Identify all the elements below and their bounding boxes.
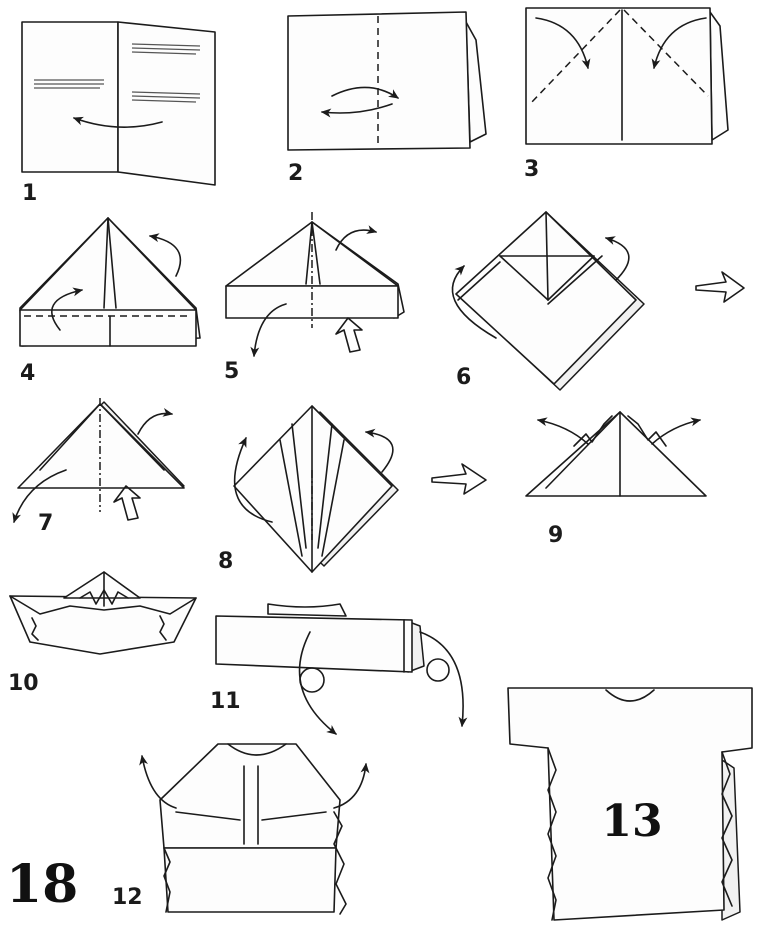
step-1-figure [21, 21, 216, 186]
curved-arrow-icon [12, 469, 67, 524]
step-label-3: 3 [524, 157, 539, 182]
curved-arrow-icon [536, 417, 589, 445]
turn-over-icon [335, 225, 378, 251]
curved-arrow-icon [331, 86, 399, 99]
curved-arrow-icon [651, 17, 707, 70]
figure-number: 18 [6, 854, 78, 915]
step-label-5: 5 [224, 359, 239, 384]
step-label-4: 4 [20, 361, 35, 386]
step-label-9: 9 [548, 523, 563, 548]
step-label-6: 6 [456, 365, 471, 390]
step-9-figure [525, 411, 707, 497]
text-lines [34, 43, 201, 103]
step-label-11: 11 [210, 689, 241, 714]
step-label-7: 7 [38, 511, 53, 536]
curved-arrow-icon [72, 116, 163, 128]
step-13-figure: 13 [507, 687, 753, 921]
curved-arrow-icon [250, 303, 287, 358]
step-8-figure [233, 405, 399, 573]
turn-over-icon [137, 407, 174, 435]
curved-arrow-icon [451, 265, 497, 339]
step-12-figure [139, 743, 370, 915]
step-label-2: 2 [288, 161, 303, 186]
step-11-figure [215, 603, 468, 735]
shirt-number: 13 [601, 796, 662, 847]
turn-over-icon [604, 236, 630, 281]
turn-over-icon [148, 233, 182, 277]
curved-arrow-icon [333, 762, 370, 809]
curved-arrow-icon [233, 436, 273, 523]
curved-arrow-icon [419, 631, 468, 728]
curved-arrow-icon [50, 287, 84, 331]
step-label-1: 1 [22, 181, 37, 206]
step-10-figure [9, 571, 197, 655]
curved-arrow-icon [139, 754, 177, 809]
turn-over-icon [364, 428, 394, 473]
step-label-10: 10 [8, 671, 39, 696]
curved-arrow-icon [535, 17, 591, 70]
step-label-12: 12 [112, 885, 143, 910]
curved-arrow-icon [651, 417, 702, 445]
hollow-arrow-icon [335, 317, 363, 353]
hollow-arrow-icon [431, 463, 487, 495]
step-label-8: 8 [218, 549, 233, 574]
step-7-figure [12, 398, 185, 524]
step-4-figure [19, 217, 201, 347]
step-5-figure [225, 212, 405, 358]
step-2-figure [287, 11, 487, 151]
hollow-arrow-icon [113, 485, 141, 521]
curved-arrow-icon [298, 631, 337, 735]
hollow-arrow-icon [695, 271, 745, 303]
step-6-figure [451, 211, 645, 391]
curved-arrow-icon [320, 103, 393, 118]
step-3-figure [525, 7, 729, 145]
